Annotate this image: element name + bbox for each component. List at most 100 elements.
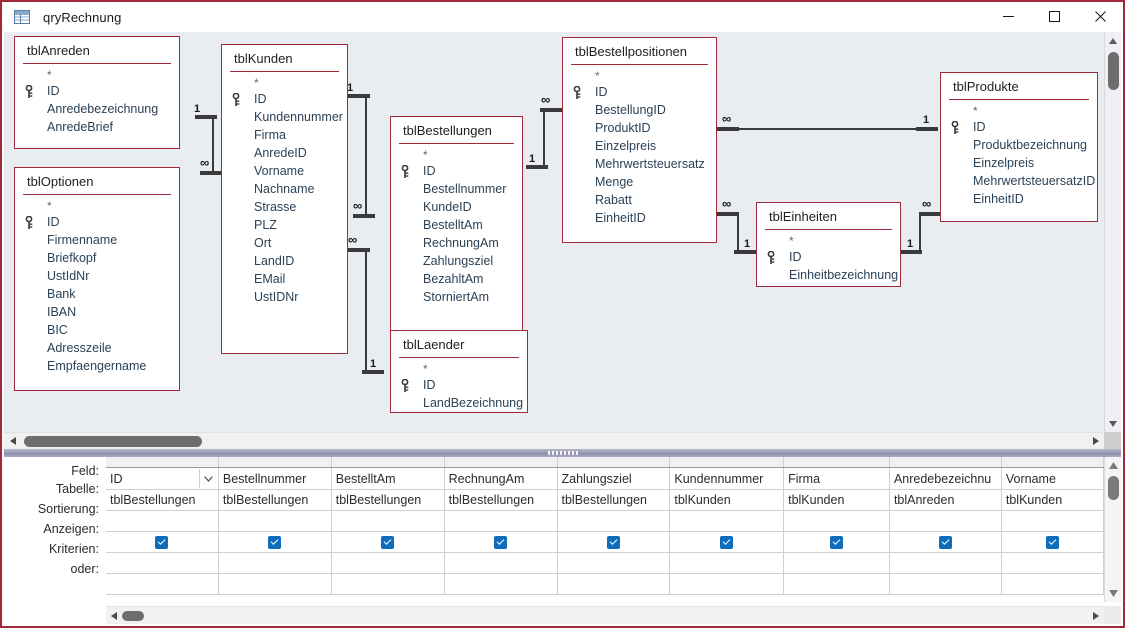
grid-cell-table[interactable]: tblBestellungen	[557, 489, 671, 511]
field-row[interactable]: StorniertAm	[391, 288, 522, 306]
grid-cell-table[interactable]: tblBestellungen	[106, 489, 219, 511]
field-row[interactable]: BestelltAm	[391, 216, 522, 234]
grid-cell-criteria[interactable]	[889, 552, 1002, 574]
checkbox-checked-icon[interactable]	[494, 536, 508, 550]
grid-cell-or[interactable]	[218, 573, 332, 595]
grid-cell-table[interactable]: tblKunden	[1001, 489, 1104, 511]
field-row[interactable]: Firma	[222, 126, 347, 144]
field-row-all[interactable]: *	[15, 198, 179, 213]
show-checkbox-cell[interactable]	[557, 531, 671, 553]
field-row[interactable]: AnredeID	[222, 144, 347, 162]
grid-cell-criteria[interactable]	[669, 552, 785, 574]
field-row[interactable]: BestellungID	[563, 101, 716, 119]
grid-cell-sort[interactable]	[444, 510, 558, 532]
field-row[interactable]: Mehrwertsteuersatz	[563, 155, 716, 173]
field-row[interactable]: Bestellnummer	[391, 180, 522, 198]
field-row-all[interactable]: *	[757, 233, 900, 248]
field-row[interactable]: KundeID	[391, 198, 522, 216]
grid-cell-field[interactable]: Zahlungsziel	[557, 467, 671, 490]
field-row[interactable]: AnredeBrief	[15, 118, 179, 136]
grid-cell-criteria[interactable]	[444, 552, 558, 574]
field-row[interactable]: BIC	[15, 321, 179, 339]
column-selector[interactable]	[1001, 457, 1104, 468]
diagram-vertical-scrollbar[interactable]	[1104, 32, 1121, 432]
show-checkbox-cell[interactable]	[106, 531, 219, 553]
pane-splitter[interactable]	[4, 449, 1121, 457]
field-row[interactable]: UstIdNr	[15, 267, 179, 285]
field-row[interactable]: IBAN	[15, 303, 179, 321]
field-row[interactable]: Firmenname	[15, 231, 179, 249]
field-row-all[interactable]: *	[941, 103, 1097, 118]
show-checkbox-cell[interactable]	[218, 531, 332, 553]
field-row[interactable]: ID	[391, 376, 527, 394]
grid-vertical-scrollbar[interactable]	[1104, 457, 1121, 602]
column-selector[interactable]	[783, 457, 890, 468]
field-row[interactable]: UstIDNr	[222, 288, 347, 306]
diagram-vscroll-thumb[interactable]	[1108, 52, 1119, 90]
field-row[interactable]: LandID	[222, 252, 347, 270]
grid-cell-table[interactable]: tblKunden	[783, 489, 890, 511]
field-row[interactable]: Menge	[563, 173, 716, 191]
field-row[interactable]: ID	[15, 213, 179, 231]
grid-cell-criteria[interactable]	[557, 552, 671, 574]
minimize-icon[interactable]	[985, 2, 1031, 31]
grid-scroll-left-icon[interactable]	[106, 608, 122, 624]
checkbox-checked-icon[interactable]	[381, 536, 395, 550]
grid-scroll-down-icon[interactable]	[1105, 585, 1121, 602]
grid-cell-field[interactable]: RechnungAm	[444, 467, 558, 490]
column-selector[interactable]	[218, 457, 332, 468]
field-row-all[interactable]: *	[563, 68, 716, 83]
grid-cell-or[interactable]	[331, 573, 445, 595]
field-row[interactable]: Kundennummer	[222, 108, 347, 126]
scroll-left-icon[interactable]	[4, 433, 21, 449]
field-row[interactable]: ID	[563, 83, 716, 101]
grid-cell-criteria[interactable]	[1001, 552, 1104, 574]
query-design-grid[interactable]: Feld: Tabelle: Sortierung: Anzeigen: Kri…	[4, 457, 1121, 624]
maximize-icon[interactable]	[1031, 2, 1077, 31]
field-row-all[interactable]: *	[391, 147, 522, 162]
field-row[interactable]: ID	[391, 162, 522, 180]
scroll-down-icon[interactable]	[1105, 415, 1121, 432]
grid-cell-sort[interactable]	[783, 510, 890, 532]
grid-cell-field[interactable]: Kundennummer	[669, 467, 785, 490]
checkbox-checked-icon[interactable]	[938, 536, 952, 550]
grid-cell-criteria[interactable]	[331, 552, 445, 574]
show-checkbox-cell[interactable]	[444, 531, 558, 553]
scroll-up-icon[interactable]	[1105, 32, 1121, 49]
grid-vscroll-thumb[interactable]	[1108, 476, 1119, 500]
grid-cell-sort[interactable]	[331, 510, 445, 532]
field-row[interactable]: BezahltAm	[391, 270, 522, 288]
grid-cell-or[interactable]	[444, 573, 558, 595]
grid-cell-or[interactable]	[889, 573, 1002, 595]
checkbox-checked-icon[interactable]	[155, 536, 169, 550]
grid-cell-table[interactable]: tblBestellungen	[444, 489, 558, 511]
grid-cell-or[interactable]	[669, 573, 785, 595]
field-row[interactable]: Rabatt	[563, 191, 716, 209]
column-selector[interactable]	[331, 457, 445, 468]
field-row[interactable]: EinheitID	[941, 190, 1097, 208]
grid-cell-sort[interactable]	[889, 510, 1002, 532]
grid-cell-or[interactable]	[557, 573, 671, 595]
field-row[interactable]: ID	[222, 90, 347, 108]
grid-cell-field[interactable]: Firma	[783, 467, 890, 490]
checkbox-checked-icon[interactable]	[1045, 536, 1059, 550]
field-row[interactable]: ID	[15, 82, 179, 100]
field-row[interactable]: Strasse	[222, 198, 347, 216]
field-row[interactable]: Nachname	[222, 180, 347, 198]
show-checkbox-cell[interactable]	[331, 531, 445, 553]
column-selector[interactable]	[444, 457, 558, 468]
scroll-right-icon[interactable]	[1087, 433, 1104, 449]
field-row[interactable]: EMail	[222, 270, 347, 288]
column-selector[interactable]	[889, 457, 1002, 468]
field-row[interactable]: Einheitbezeichnung	[757, 266, 900, 284]
grid-cell-field[interactable]: Vorname	[1001, 467, 1104, 490]
field-row[interactable]: ID	[757, 248, 900, 266]
grid-cell-sort[interactable]	[669, 510, 785, 532]
grid-cell-table[interactable]: tblBestellungen	[331, 489, 445, 511]
